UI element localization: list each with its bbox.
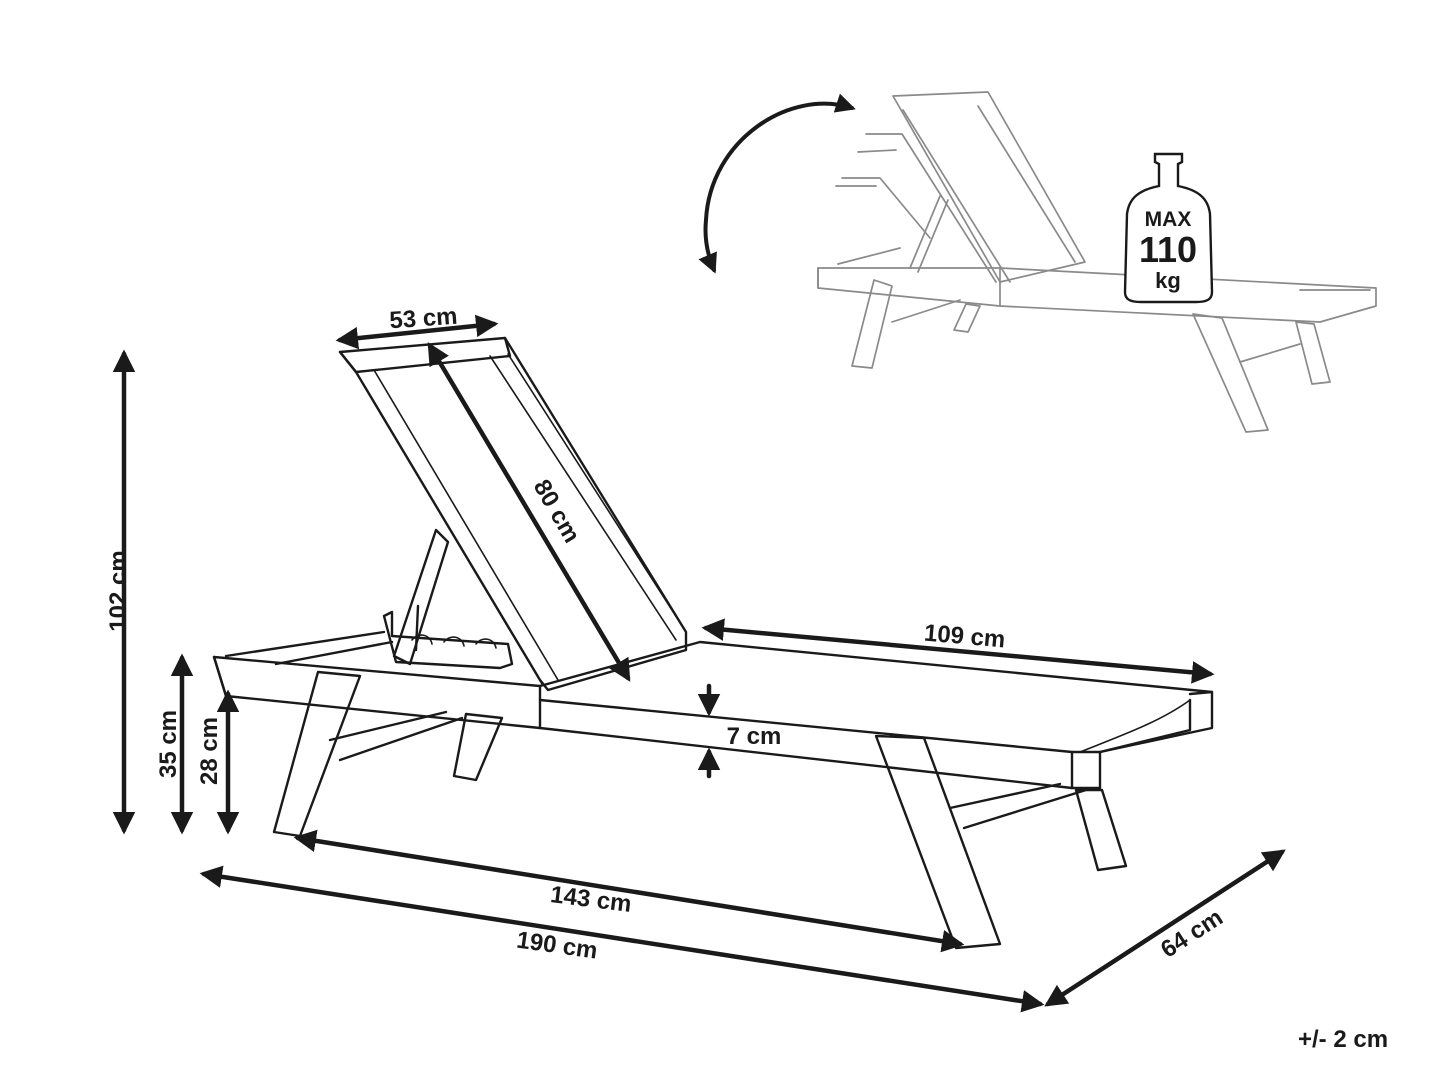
backrest-length-label: 80 cm [528, 475, 585, 547]
adjustable-backrest-arrow-icon [698, 93, 856, 274]
max-load-value: 110 [1139, 229, 1197, 270]
backrest-width-label: 53 cm [389, 303, 459, 335]
tolerance-note: +/- 2 cm [1298, 1026, 1389, 1053]
dimension-arrows [112, 314, 1286, 1013]
weight-icon: MAX 110 kg [1123, 152, 1214, 304]
cushion-thickness-label: 7 cm [727, 723, 782, 750]
leg-span-label: 143 cm [549, 881, 633, 918]
main-lounger-illustration [212, 336, 1214, 950]
height-total-label: 102 cm [105, 550, 132, 631]
frame-height-label: 28 cm [196, 717, 223, 785]
max-label: MAX [1145, 208, 1192, 231]
reclined-lounger-illustration [817, 91, 1377, 433]
seat-height-label: 35 cm [155, 710, 182, 778]
max-load-unit: kg [1155, 268, 1181, 293]
